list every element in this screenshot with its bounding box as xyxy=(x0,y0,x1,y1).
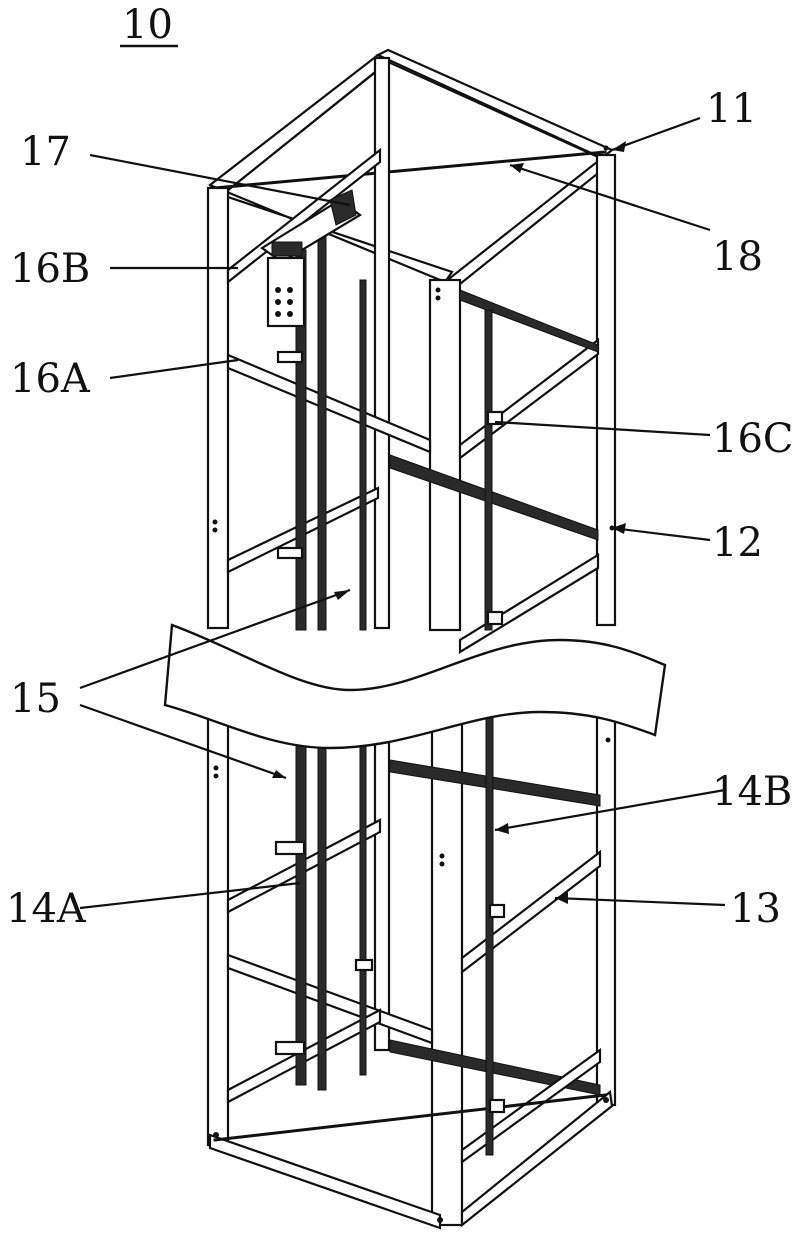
label-16b: 16B xyxy=(10,246,90,292)
corner-posts-upper xyxy=(206,56,617,632)
label-16c: 16C xyxy=(712,416,794,462)
label-14b: 14B xyxy=(712,769,792,815)
upper-beams xyxy=(226,147,600,654)
label-11: 11 xyxy=(706,86,757,132)
reference-labels: 11 17 18 16B 16A 16C 12 15 14B 14A 13 xyxy=(6,86,794,932)
label-17: 17 xyxy=(20,129,71,175)
rail-brackets-lower xyxy=(274,840,506,1114)
rail-brackets-upper xyxy=(276,350,504,626)
corner-posts-lower xyxy=(206,703,617,1227)
hoist-machine xyxy=(259,189,362,328)
figure-number: 10 xyxy=(122,2,173,48)
leader-lines xyxy=(79,116,726,910)
label-16a: 16A xyxy=(10,356,91,402)
break-region xyxy=(163,623,667,750)
top-diagonal-brace xyxy=(213,150,607,190)
guide-rails-upper xyxy=(295,229,493,631)
label-14a: 14A xyxy=(6,886,87,932)
label-13: 13 xyxy=(730,886,781,932)
lower-beams xyxy=(208,759,614,1230)
bottom-diagonal-brace xyxy=(213,1093,607,1142)
label-15: 15 xyxy=(10,676,61,722)
post-bolts-lower xyxy=(213,737,611,1223)
label-12: 12 xyxy=(712,520,763,566)
label-18: 18 xyxy=(712,234,763,280)
